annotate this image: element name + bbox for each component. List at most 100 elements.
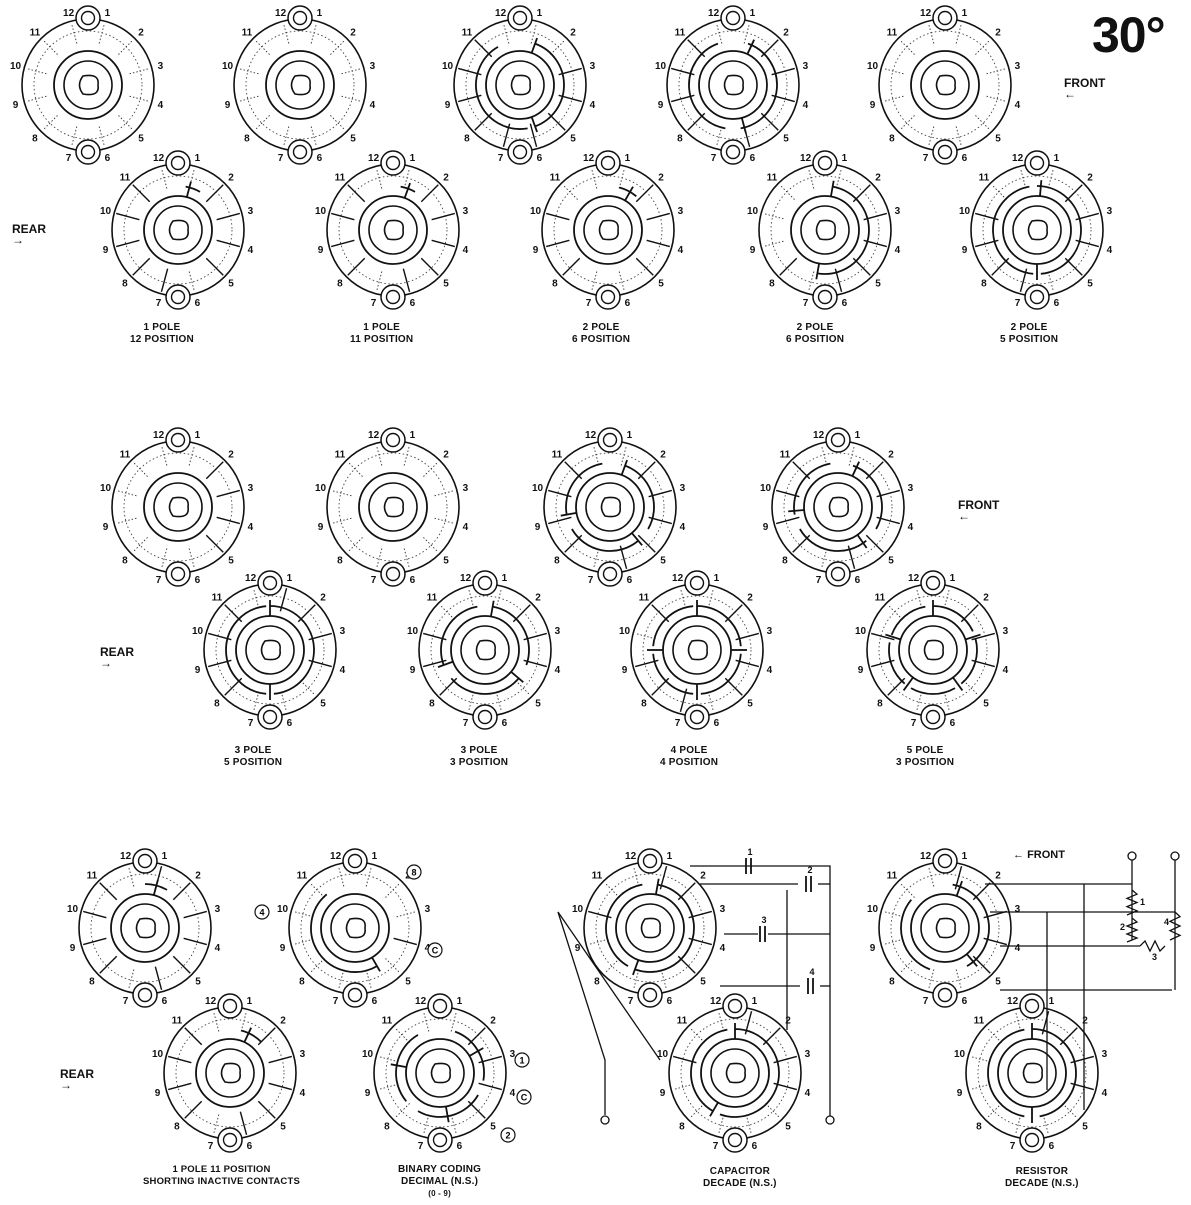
terminal-number: 11 xyxy=(780,449,791,460)
terminal-number: 2 xyxy=(570,27,576,38)
terminal-number: 1 xyxy=(625,153,631,164)
shaft-keyhole xyxy=(383,496,405,518)
shaft-keyhole xyxy=(135,917,157,939)
terminal-number: 3 xyxy=(463,206,469,217)
terminal-number: 8 xyxy=(337,556,343,567)
contact-ring xyxy=(175,1018,285,1128)
mounting-hole xyxy=(727,1132,743,1148)
terminal-number: 3 xyxy=(680,483,686,494)
rotor-segment xyxy=(624,464,655,530)
active-contact xyxy=(82,910,107,919)
rotor-segment xyxy=(1036,185,1082,275)
rotor-tab xyxy=(655,878,660,895)
active-contact xyxy=(205,461,224,480)
rotor-hub xyxy=(625,903,675,953)
terminal-number: 2 xyxy=(983,592,989,603)
terminal-number: 6 xyxy=(714,718,720,729)
contact-ring xyxy=(555,452,665,562)
mounting-hole xyxy=(262,575,278,591)
terminal-number: 2 xyxy=(875,172,881,183)
rotor-segment xyxy=(440,605,478,666)
contact-ring xyxy=(245,30,355,140)
resistor xyxy=(1168,911,1182,941)
rotor-tab xyxy=(530,37,538,54)
terminal-number: 10 xyxy=(855,626,867,637)
shaft-keyhole xyxy=(168,496,190,518)
rotor-segment xyxy=(992,185,1034,275)
rotor-tab xyxy=(856,534,868,549)
active-contact xyxy=(172,955,191,974)
shaft-keyhole xyxy=(598,219,620,241)
rotor-segment xyxy=(932,605,974,632)
contact-ring xyxy=(982,175,1092,285)
terminal-number: 3 xyxy=(678,206,684,217)
wire xyxy=(985,860,1133,885)
terminal-number: 2 xyxy=(783,27,789,38)
terminal-number: 9 xyxy=(445,100,451,111)
terminal-number: 11 xyxy=(552,449,563,460)
rotor-tab xyxy=(966,953,978,967)
terminal-number: 2 xyxy=(138,27,144,38)
terminal-number: 10 xyxy=(655,61,667,72)
terminal-number: 10 xyxy=(442,61,454,72)
rotor-segment xyxy=(534,42,565,128)
rotor-tab xyxy=(243,1027,252,1043)
rotor-hub xyxy=(920,903,970,953)
mounting-hole xyxy=(170,289,186,305)
mounting-hole xyxy=(817,155,833,171)
rotor-ring xyxy=(790,195,860,265)
terminal-number: 3 xyxy=(463,483,469,494)
contact-ring xyxy=(977,1018,1087,1128)
terminal-number: 1 xyxy=(162,851,168,862)
rotor-hub xyxy=(205,1048,255,1098)
terminal-number: 12 xyxy=(368,153,380,164)
terminal-number: 10 xyxy=(747,206,759,217)
terminal-number: 12 xyxy=(153,430,165,441)
rotor-hub xyxy=(330,903,380,953)
terminal-number: 1 xyxy=(410,430,416,441)
terminal-number: 10 xyxy=(362,1049,374,1060)
active-contact xyxy=(547,516,572,525)
rotor-tab xyxy=(624,186,634,202)
mounting-hole xyxy=(385,155,401,171)
mounting-hole xyxy=(137,853,153,869)
terminal-number: 8 xyxy=(677,134,683,145)
rotor-tab xyxy=(851,461,860,477)
terminal-number: 3 xyxy=(248,483,254,494)
contact-ring xyxy=(890,873,1000,983)
terminal-number: 5 xyxy=(785,1122,791,1133)
rotor-hub xyxy=(708,60,758,110)
terminal-number: 4 xyxy=(248,245,254,256)
terminal-number: 8 xyxy=(679,1122,685,1133)
rotor-tab xyxy=(403,182,411,199)
mounting-hole xyxy=(937,144,953,160)
rotor-segment xyxy=(852,464,883,530)
rotor-tab xyxy=(746,39,755,55)
terminal-number: 7 xyxy=(371,298,377,309)
shaft-keyhole xyxy=(1027,219,1049,241)
mounting-hole xyxy=(642,853,658,869)
terminal-number: 7 xyxy=(1010,1141,1016,1152)
mounting-hole xyxy=(1024,1132,1040,1148)
marker-label: 4 xyxy=(259,908,264,918)
mounting-hole xyxy=(725,144,741,160)
active-contact xyxy=(646,212,671,221)
rotor-ring xyxy=(575,472,645,542)
rotor-tab xyxy=(371,956,381,972)
shaft-keyhole xyxy=(935,74,957,96)
terminal-number: 3 xyxy=(720,904,726,915)
terminal-number: 5 xyxy=(783,134,789,145)
rotor-segment xyxy=(652,653,694,695)
terminal-number: 12 xyxy=(368,430,380,441)
mounting-hole xyxy=(222,998,238,1014)
mounting-hole xyxy=(222,1132,238,1148)
resistor-number: 4 xyxy=(1164,917,1169,927)
marker-label: 2 xyxy=(505,1131,510,1141)
active-contact xyxy=(478,1082,503,1091)
terminal-number: 2 xyxy=(228,172,234,183)
rotor-tab xyxy=(445,1106,450,1123)
terminal-number: 1 xyxy=(317,8,323,19)
rotor-segment xyxy=(900,899,931,971)
